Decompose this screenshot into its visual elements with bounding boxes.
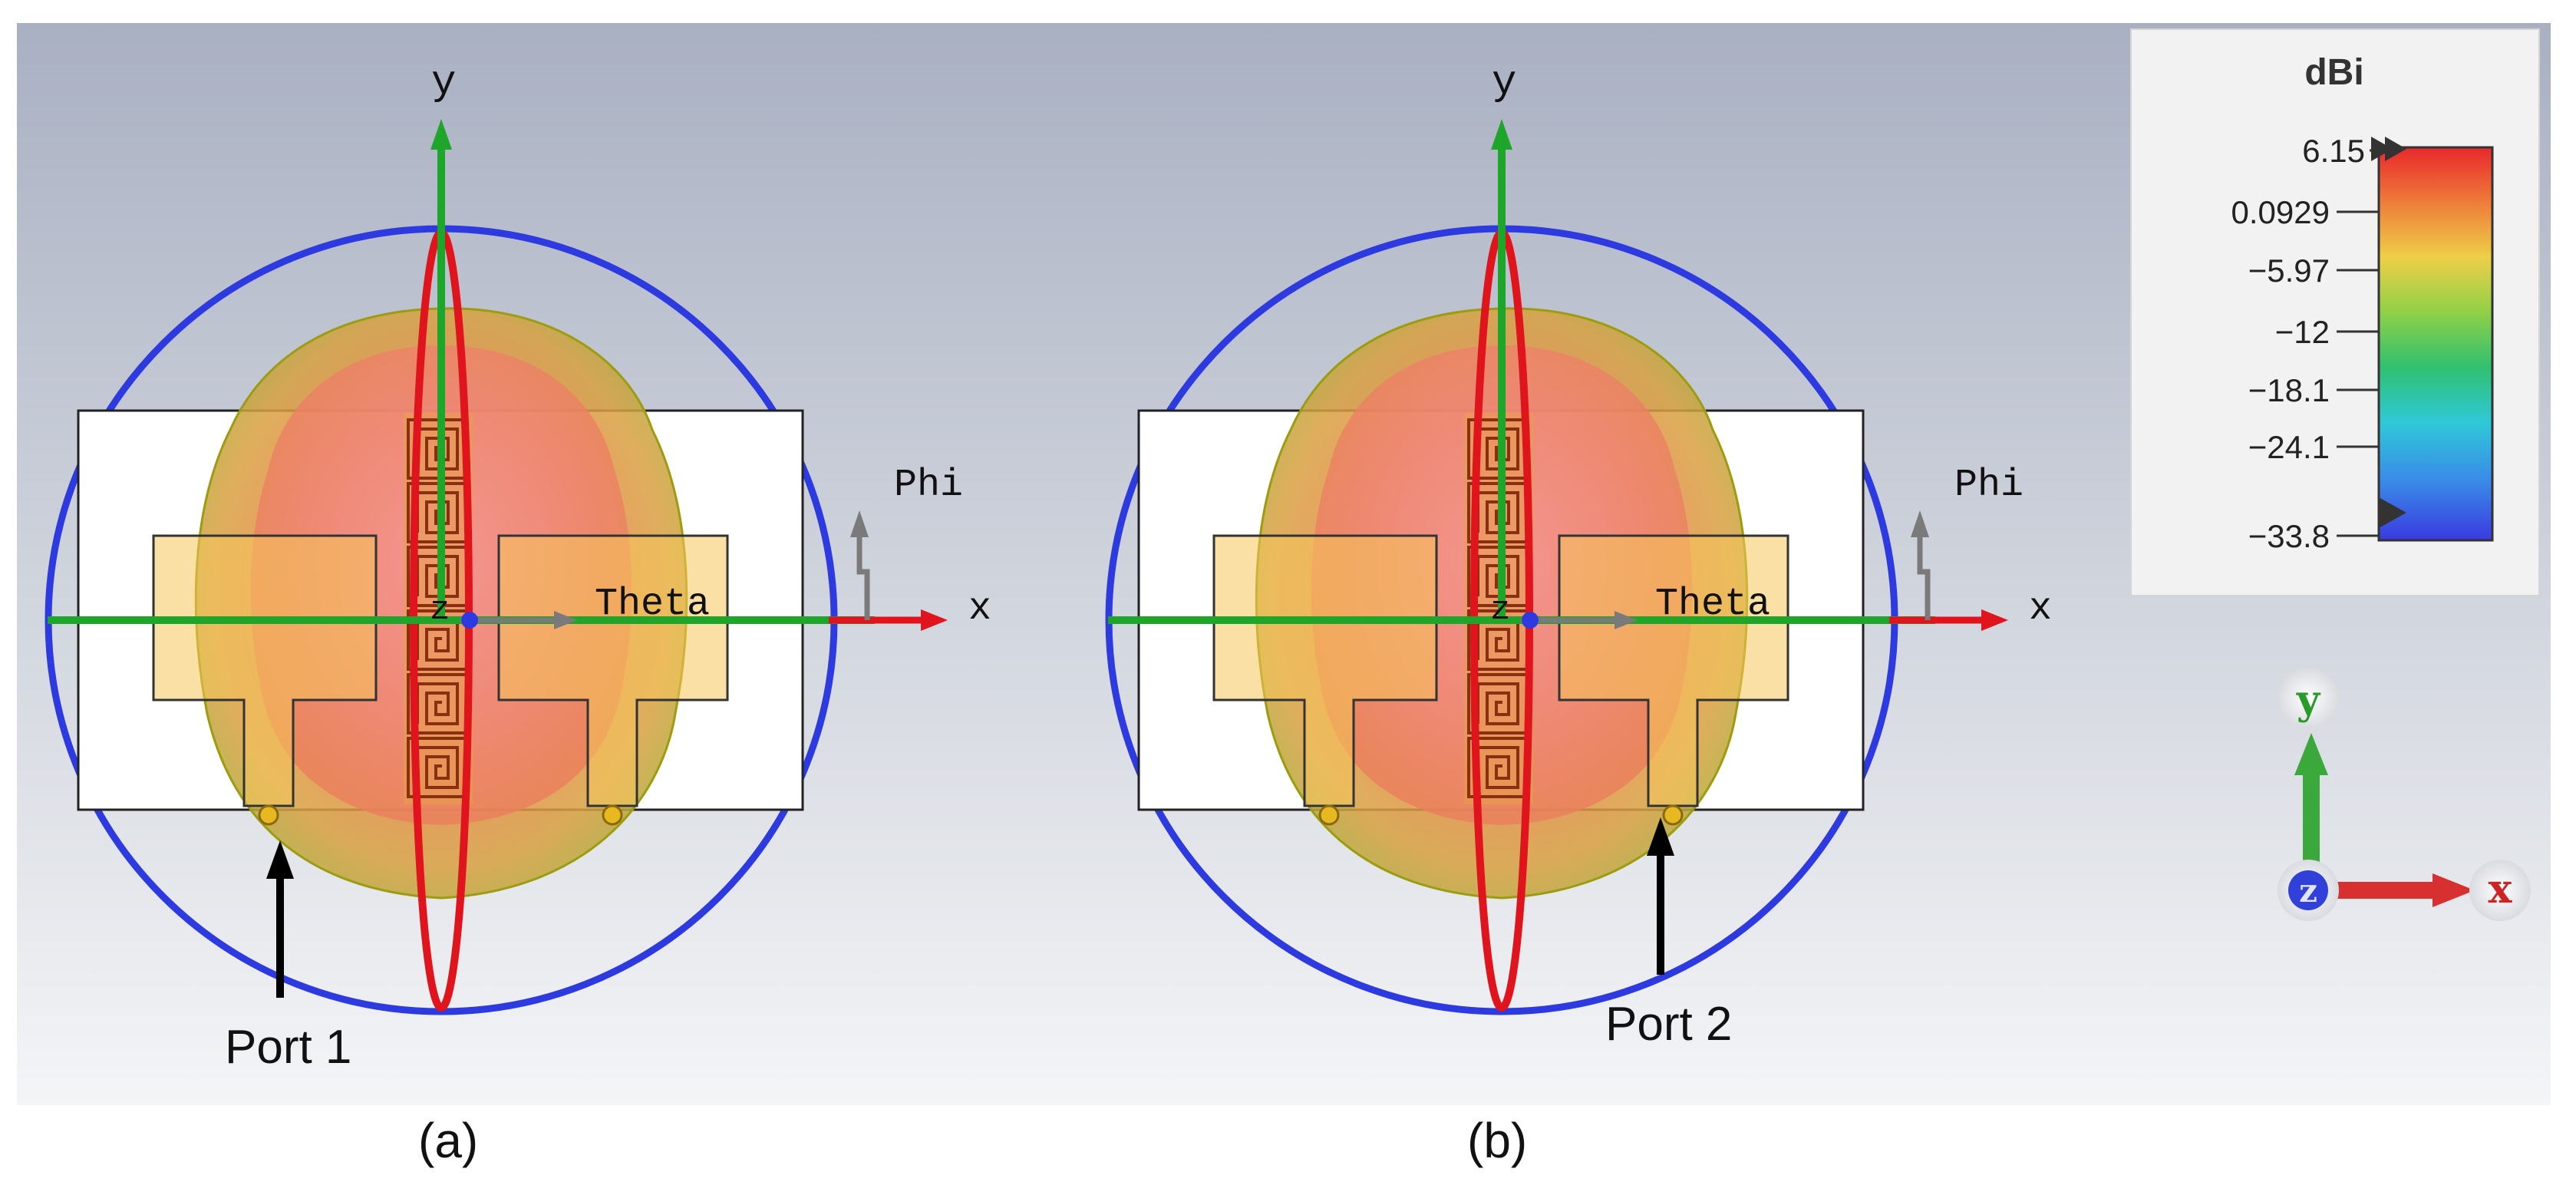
- y-axis-label: y: [1492, 60, 1516, 107]
- triad-x-knob: [2469, 860, 2531, 921]
- legend-tick-label: −24.1: [2248, 429, 2330, 465]
- panel-caption: (b): [1467, 1113, 1527, 1168]
- x-axis-arrow-icon: [1981, 609, 2008, 631]
- y-axis-arrow-icon: [1491, 119, 1512, 150]
- legend-min-marker-icon: [2379, 497, 2406, 528]
- legend-max-marker-icon: [2371, 137, 2406, 161]
- port-pointer-arrow-icon: [1647, 817, 1674, 856]
- legend-tick-label: −33.8: [2248, 518, 2330, 554]
- legend-tick-label: 6.15: [2302, 133, 2365, 169]
- phi-label: Phi: [1954, 464, 2024, 507]
- legend-tick-label: −18.1: [2248, 372, 2330, 408]
- legend-tick-label: −12: [2275, 314, 2330, 350]
- phi-vector: [1917, 522, 1931, 620]
- origin-dot: [1522, 612, 1539, 629]
- port-label: Port 1: [225, 1021, 351, 1074]
- phi-arrow-icon: [850, 510, 869, 537]
- panel-caption: (a): [418, 1113, 478, 1168]
- phi-label: Phi: [894, 464, 963, 507]
- legend-tick-label: 0.0929: [2231, 194, 2330, 230]
- triad-z-dot: [2288, 870, 2328, 910]
- right-patch: [497, 534, 729, 807]
- z-axis-label: z: [1490, 591, 1510, 629]
- feed-markers: [1318, 804, 1684, 826]
- orientation-triad: y x z: [2278, 668, 2531, 921]
- theta-arrow-icon: [1615, 611, 1638, 629]
- x-axis-label: x: [2029, 587, 2052, 631]
- x-axis-arrow-icon: [921, 609, 948, 631]
- phi-vector: [856, 522, 870, 620]
- legend-tick-label: −5.97: [2248, 253, 2330, 289]
- triad-x-arrow-icon: [2433, 873, 2475, 907]
- theta-label: Theta: [1655, 583, 1770, 626]
- left-patch: [152, 534, 378, 807]
- phi-arrow-icon: [1911, 510, 1929, 537]
- panel-a: x y Theta Phi z Port 1 (a): [45, 60, 991, 1168]
- x-axis-label: x: [968, 587, 991, 631]
- color-legend: dBi 6.15 0.0929 −5.97 −12 −18.1 −24.1 −3…: [2130, 28, 2540, 596]
- triad-y-arrow-icon: [2294, 733, 2328, 775]
- z-axis-label: z: [430, 591, 450, 629]
- port-pointer-arrow-icon: [266, 840, 294, 879]
- triad-y-knob: [2278, 668, 2339, 729]
- left-patch: [1212, 534, 1438, 807]
- y-axis-label: y: [431, 60, 456, 107]
- triad-z-label: z: [2299, 872, 2317, 909]
- theta-arrow-icon: [554, 611, 577, 629]
- theta-label: Theta: [595, 583, 710, 626]
- triad-x-label: x: [2488, 866, 2512, 913]
- legend-unit: dBi: [2304, 52, 2363, 93]
- origin-dot: [461, 612, 478, 629]
- y-axis-arrow-icon: [430, 119, 452, 150]
- legend-colorbar: [2377, 146, 2494, 542]
- triad-y-label: y: [2296, 677, 2321, 724]
- port-label: Port 2: [1605, 998, 1732, 1051]
- feed-markers: [258, 804, 623, 826]
- panel-b: x y Theta Phi z Port 2 (b): [1105, 60, 2052, 1168]
- right-patch: [1558, 534, 1789, 807]
